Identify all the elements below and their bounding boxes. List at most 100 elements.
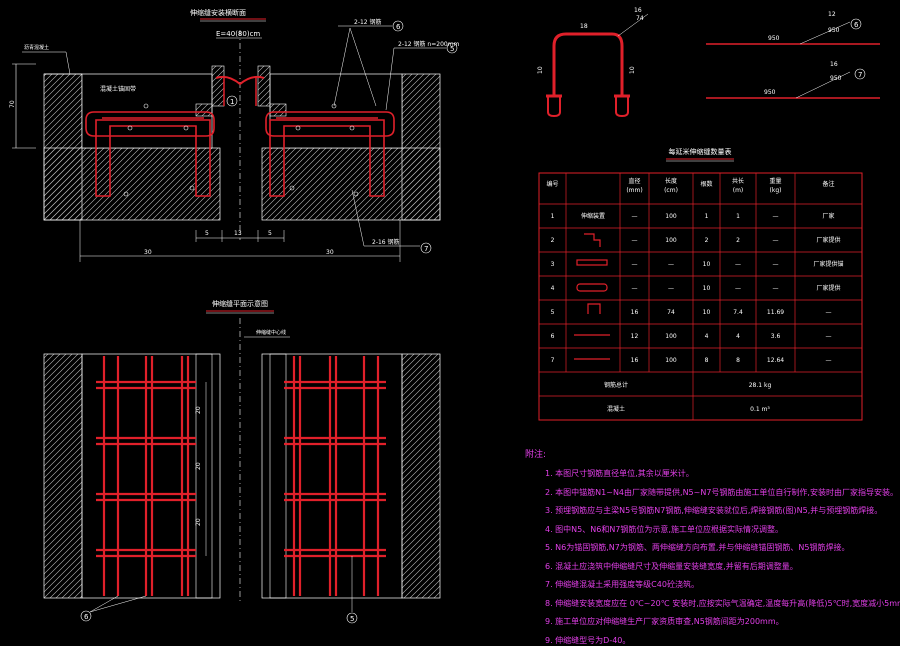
dim-center: 13 bbox=[234, 230, 242, 237]
note-item: 9. 施工单位应对伸缩缝生产厂家资质审查,N5钢筋间距为200mm。 bbox=[545, 617, 784, 626]
plan-rebar-grid-right bbox=[284, 356, 386, 596]
callout-5-number: 5 bbox=[450, 45, 454, 53]
table-header-cell: 根数 bbox=[700, 180, 712, 188]
table-header-cell: 长度 bbox=[665, 177, 677, 185]
bar7-len-b: 950 bbox=[830, 75, 842, 82]
section-view: 伸缩缝安装横断面 E=40(80)cm bbox=[9, 8, 460, 262]
table-cell: 12 bbox=[631, 333, 639, 340]
note-item: 7. 伸缩缝混凝土采用强度等级C40砼浇筑。 bbox=[545, 580, 699, 589]
table-cell: 厂家提供 bbox=[816, 284, 840, 292]
table-cell: 2 bbox=[705, 237, 709, 244]
left-fill-label: 沥青混凝土 bbox=[24, 44, 49, 51]
callout-1-number: 1 bbox=[230, 98, 234, 106]
table-icons bbox=[574, 233, 610, 360]
table-header-cell: 重量 bbox=[769, 177, 781, 185]
u-bar-top-dim: 18 bbox=[580, 23, 588, 30]
callout-7-text: 2-16 钢筋 bbox=[372, 238, 400, 246]
table-cell: 10 bbox=[703, 309, 711, 316]
plan-rebar-grid-left bbox=[96, 356, 196, 596]
table-cell: — bbox=[826, 309, 832, 316]
table-cell: 厂家提供 bbox=[816, 236, 840, 244]
note-item: 4. 图中N5、N6和N7钢筋位为示意,施工单位应根据实际情况调整。 bbox=[545, 524, 783, 534]
bar7-number: 7 bbox=[858, 71, 862, 79]
bar6-len-a: 950 bbox=[768, 35, 780, 42]
table-cell: — bbox=[826, 357, 832, 364]
table-cell: 2 bbox=[551, 237, 555, 244]
quantity-table: 每延米伸缩缝数量表 编号直径(mm)长度(cm)根数共长(m)重量(kg)备注1… bbox=[538, 147, 863, 421]
table-cell: — bbox=[773, 213, 779, 220]
table-cell: 11.69 bbox=[767, 309, 784, 316]
table-cell: — bbox=[735, 285, 741, 292]
table-cell: 4 bbox=[705, 333, 709, 340]
table-cell: 10 bbox=[703, 261, 711, 268]
table-cell: 厂家提供锚 bbox=[813, 260, 843, 268]
section-title: 伸缩缝安装横断面 bbox=[190, 8, 246, 17]
callout-6-text: 2-12 钢筋 bbox=[354, 18, 382, 26]
table-cell: 1 bbox=[705, 213, 709, 220]
table-cell: 伸缩装置 bbox=[581, 212, 605, 220]
note-item: 9. 伸缩缝型号为D-40。 bbox=[545, 635, 631, 645]
joint-seal bbox=[215, 75, 265, 86]
dim-30-right: 30 bbox=[326, 249, 334, 256]
table-header-cell: (mm) bbox=[626, 187, 642, 194]
spacing-2: 20 bbox=[195, 462, 202, 470]
table-cell: 5 bbox=[551, 309, 555, 316]
table-title: 每延米伸缩缝数量表 bbox=[669, 147, 732, 156]
concrete-label: 混凝土 bbox=[607, 405, 625, 413]
plan-callout-6: 6 bbox=[84, 613, 89, 621]
table-cell: 2 bbox=[736, 237, 740, 244]
note-item: 2. 本图中锚筋N1~N4由厂家随带提供,N5~N7号钢筋由施工单位自行制作,安… bbox=[545, 487, 898, 497]
expansion-label: E=40(80)cm bbox=[216, 30, 260, 38]
table-header-cell: (kg) bbox=[770, 187, 782, 194]
bar7-len-a: 950 bbox=[764, 89, 776, 96]
table-header-cell: (cm) bbox=[664, 187, 678, 194]
table-cell: 16 bbox=[631, 357, 639, 364]
table-cell: — bbox=[632, 261, 638, 268]
table-cell: — bbox=[668, 285, 674, 292]
bar7-diameter: 16 bbox=[830, 61, 838, 68]
table-header-cell: 编号 bbox=[546, 180, 558, 188]
table-cell: 100 bbox=[665, 333, 677, 340]
table-cell: 3 bbox=[551, 261, 555, 268]
table-cell: 1 bbox=[551, 213, 555, 220]
table-cell: 100 bbox=[665, 357, 677, 364]
table-cell: 7 bbox=[551, 357, 555, 364]
left-rebars bbox=[85, 111, 215, 197]
table-cell: 8 bbox=[736, 357, 740, 364]
table-cell: — bbox=[826, 333, 832, 340]
anchor-label: 混凝土锚固带 bbox=[100, 85, 136, 93]
table-cell: 3.6 bbox=[771, 333, 781, 340]
u-bar-diameter: 16 bbox=[634, 7, 642, 14]
plan-title: 伸缩缝平面示意图 bbox=[212, 299, 268, 308]
bar6-len-b: 950 bbox=[828, 27, 840, 34]
concrete-value: 0.1 m³ bbox=[750, 406, 770, 413]
u-bar-length: 74 bbox=[636, 15, 644, 22]
table-cell: 1 bbox=[736, 213, 740, 220]
u-bar-leg-dim: 10 bbox=[629, 66, 636, 74]
table-cell: 74 bbox=[667, 309, 675, 316]
table-cell: — bbox=[773, 261, 779, 268]
note-item: 5. N6为锚固钢筋,N7为钢筋、两伸缩缝方向布置,并与伸缩缝锚固钢筋、N5钢筋… bbox=[545, 543, 850, 552]
dim-5-left: 5 bbox=[205, 230, 209, 237]
dim-30-left: 30 bbox=[144, 249, 152, 256]
notes-title: 附注: bbox=[525, 450, 547, 460]
plan-view: 伸缩缝平面示意图 伸缩缝中心线 bbox=[43, 299, 441, 624]
plan-callout-5: 5 bbox=[350, 615, 354, 623]
right-beam-hatch bbox=[261, 147, 441, 221]
total-value: 28.1 kg bbox=[749, 382, 772, 389]
table-cell: 8 bbox=[705, 357, 709, 364]
centerline-label: 伸缩缝中心线 bbox=[256, 329, 286, 336]
note-item: 8. 伸缩缝安装宽度应在 0℃~20℃ 安装时,应按实际气温确定,温度每升高(降… bbox=[545, 598, 900, 608]
table-cell: 100 bbox=[665, 213, 677, 220]
table-cell: — bbox=[773, 237, 779, 244]
table-cell: — bbox=[632, 237, 638, 244]
table-cell: — bbox=[773, 285, 779, 292]
spacing-1: 20 bbox=[195, 406, 202, 414]
right-rebars bbox=[265, 111, 395, 197]
dim-5-right: 5 bbox=[268, 230, 272, 237]
callout-6-number: 6 bbox=[396, 23, 401, 31]
table-cell: 4 bbox=[551, 285, 555, 292]
note-item: 6. 混凝土应浇筑中伸缩缝尺寸及伸缩量安装缝宽度,并留有后期调整量。 bbox=[545, 561, 798, 571]
left-beam-hatch bbox=[43, 147, 221, 221]
